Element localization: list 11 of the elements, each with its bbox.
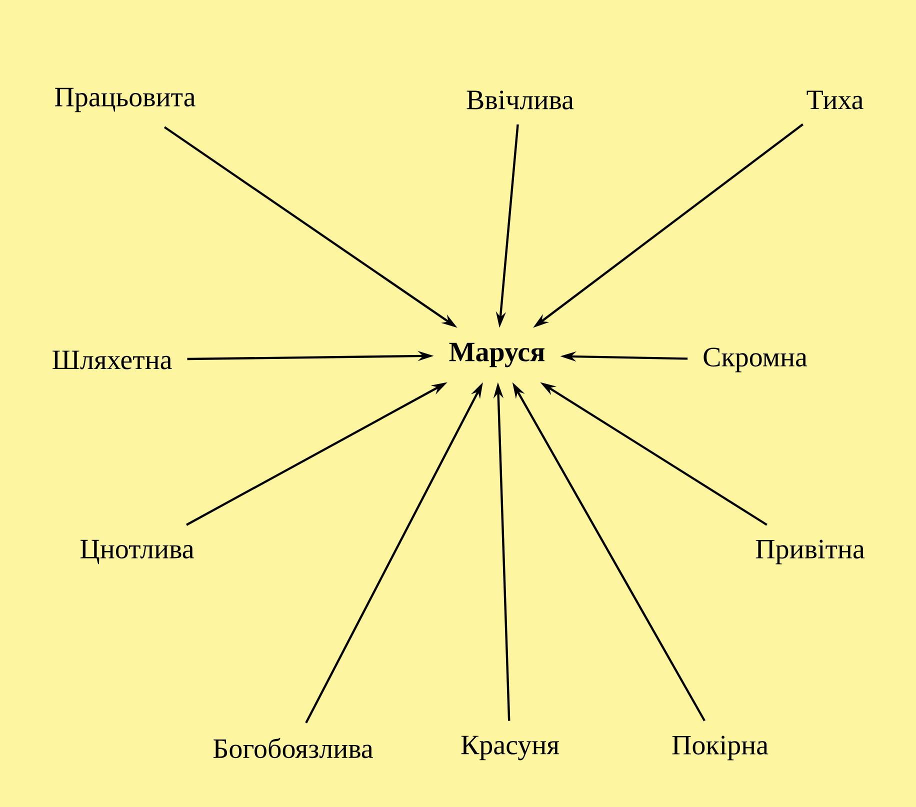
word-label: Богобоязлива [213, 738, 373, 758]
word-label: Цнотлива [80, 540, 194, 564]
word-label: Покірна [672, 736, 768, 760]
word-label: Працьовита [55, 88, 196, 112]
word-label: Маруся [449, 342, 544, 368]
word-label: Ввічлива [466, 90, 574, 110]
word-label: Скромна [704, 348, 808, 372]
word-label: Тиха [806, 90, 864, 110]
word-label: Привітна [756, 540, 865, 564]
word-label: Красуня [461, 736, 560, 760]
word-label: Шляхетна [52, 350, 172, 370]
